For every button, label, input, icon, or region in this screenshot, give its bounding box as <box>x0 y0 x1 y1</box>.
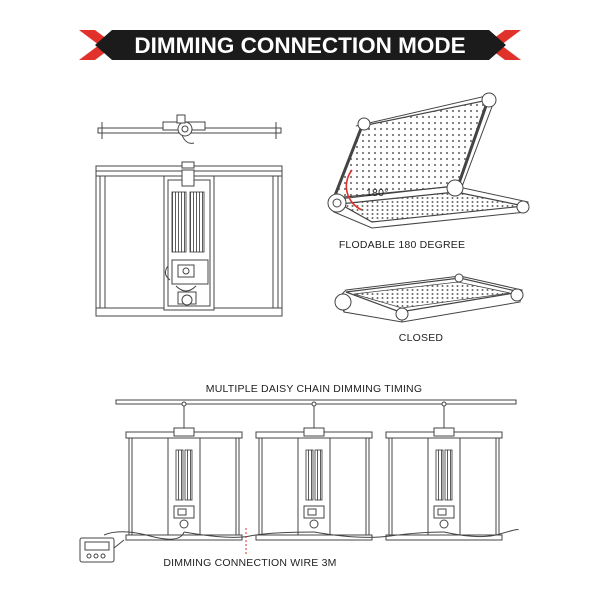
hanging-rail <box>115 399 517 428</box>
wire-caption: DIMMING CONNECTION WIRE 3M <box>163 557 336 569</box>
dimming-controller <box>79 537 125 563</box>
title-banner: DIMMING CONNECTION MODE <box>79 30 521 60</box>
foldable-lamp-illustration: 180° <box>327 92 530 229</box>
dimming-wire <box>103 528 519 556</box>
foldable-caption: FLODABLE 180 DEGREE <box>339 239 465 251</box>
banner-title: DIMMING CONNECTION MODE <box>134 33 465 58</box>
closed-lamp-illustration <box>334 273 524 323</box>
angle-label: 180° <box>366 187 389 199</box>
daisy-lamp-2 <box>255 427 373 541</box>
lamp-side-view <box>97 114 282 144</box>
upper-panel <box>333 99 489 199</box>
closed-caption: CLOSED <box>399 332 444 344</box>
banner-bar <box>95 30 506 60</box>
daisy-lamp-3 <box>385 427 503 541</box>
daisy-chain-caption: MULTIPLE DAISY CHAIN DIMMING TIMING <box>206 383 422 395</box>
lamp-front-view <box>95 161 283 317</box>
daisy-lamp-1 <box>125 427 243 541</box>
